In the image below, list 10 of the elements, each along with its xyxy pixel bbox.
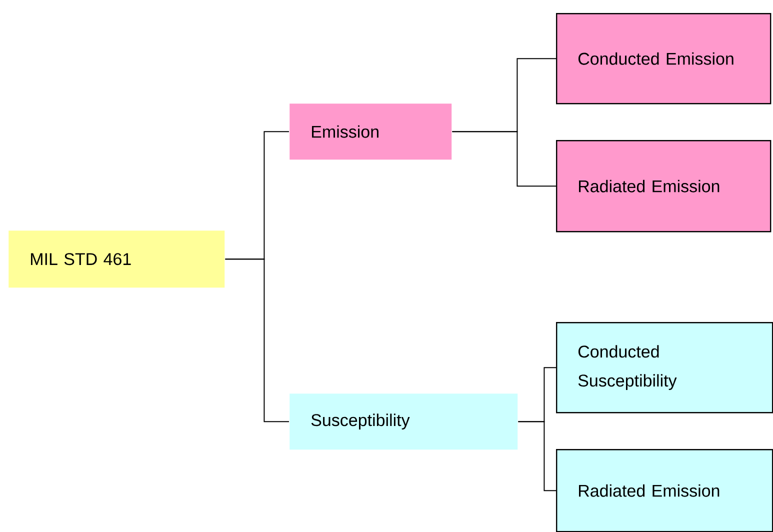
test-box: Conducted Susceptibility <box>556 322 773 414</box>
test-box: Radiated Emission <box>556 140 772 232</box>
connector-line <box>518 421 556 492</box>
category-box: Emission <box>290 104 452 160</box>
category-box: Susceptibility <box>290 394 518 450</box>
connector-line <box>224 258 290 422</box>
root-box: MIL STD 461 <box>8 230 225 288</box>
test-box: Radiated Emission <box>556 449 773 532</box>
connector-line <box>452 131 556 187</box>
test-box: Conducted Emission <box>556 13 772 104</box>
